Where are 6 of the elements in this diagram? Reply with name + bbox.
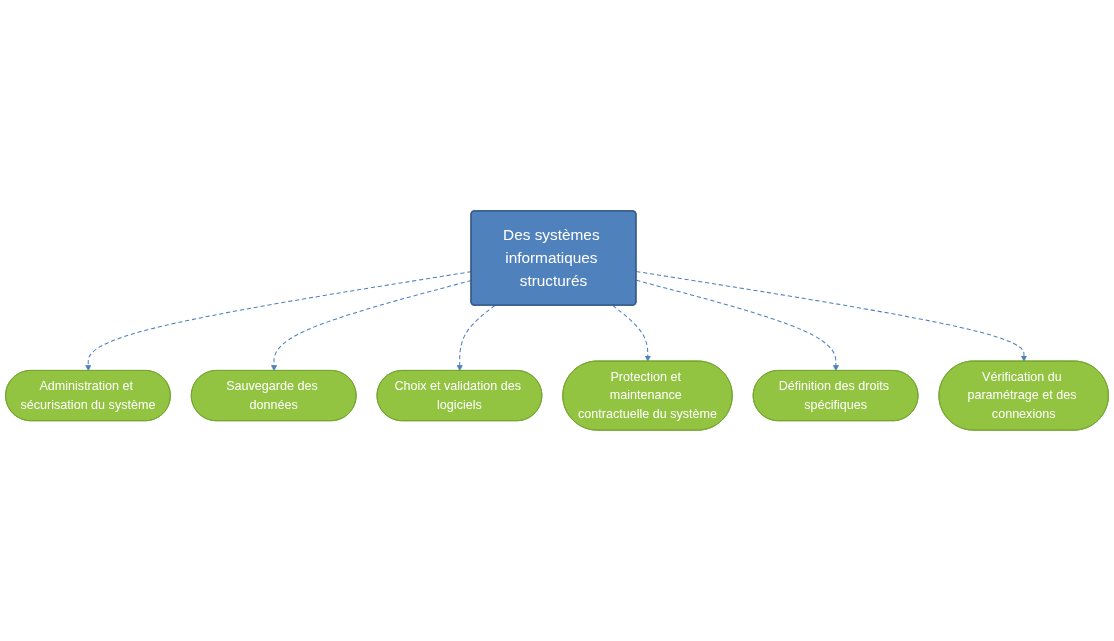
arrow bbox=[635, 270, 1027, 362]
arrow bbox=[456, 304, 496, 372]
arrow bbox=[85, 271, 472, 372]
arrow bbox=[270, 279, 472, 372]
arrow bbox=[612, 304, 651, 362]
arrow bbox=[635, 279, 839, 372]
